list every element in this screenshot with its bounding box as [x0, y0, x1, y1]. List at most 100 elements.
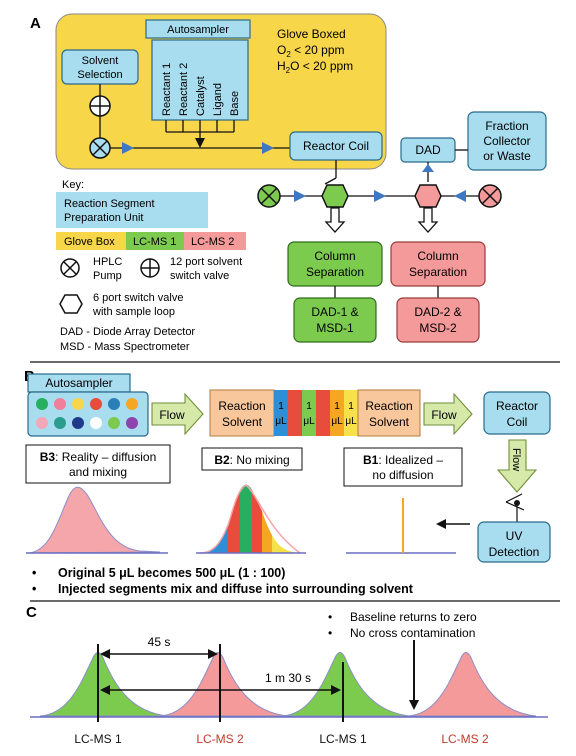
glove-box-o2: O2 < 20 ppm — [277, 43, 345, 59]
key-hplc-label: HPLC — [93, 256, 122, 268]
peak-b1-idealized — [346, 498, 456, 554]
flow-arrow-icon — [294, 190, 306, 202]
sample-wells — [36, 398, 138, 429]
switch-valve-12port-icon — [89, 95, 111, 117]
key-rspu-swatch — [56, 192, 208, 228]
switch-valve-6port-icon — [59, 294, 83, 314]
flow-arrow-icon — [422, 164, 434, 172]
reagent-label: Base — [229, 91, 241, 116]
detector-label: MSD-2 — [419, 321, 457, 335]
flow-arrow-icon — [374, 190, 386, 202]
peak-b3-diffused — [26, 486, 168, 554]
solvent-selection-label: Selection — [77, 69, 122, 81]
autosampler-title: Autosampler — [167, 24, 229, 36]
peak-markers — [97, 644, 344, 722]
column-sep-label: Separation — [306, 265, 364, 279]
key-port6-label: with sample loop — [92, 306, 175, 318]
flow-arrow-icon — [122, 142, 134, 154]
segment-volume: 1 — [306, 401, 312, 412]
hplc-pump-icon — [89, 137, 111, 159]
reaction-solvent-segment — [357, 389, 421, 437]
fraction-collector-box — [467, 111, 547, 171]
segment-volume: μL — [275, 416, 287, 427]
hplc-pump-icon — [478, 184, 502, 208]
flow-arrow-icon — [454, 190, 466, 202]
column-sep-label: Column — [417, 249, 458, 263]
key-lcms2-swatch — [184, 232, 246, 250]
reactor-coil-label: Coil — [507, 415, 528, 429]
peak-b2-no-mixing — [196, 484, 306, 554]
switch-valve-6port-icon — [414, 184, 442, 208]
scenario-b1-line2: no diffusion — [372, 468, 433, 482]
note-contamination: •No cross contamination — [328, 626, 475, 640]
key-lcms2-label: LC-MS 2 — [191, 236, 234, 248]
switch-valve-12port-icon — [140, 258, 160, 278]
switch-valve-6port-icon — [321, 184, 349, 208]
down-arrow-icon — [417, 207, 439, 233]
fraction-label: Collector — [483, 134, 530, 148]
scenario-b3-box — [25, 444, 171, 484]
flow-label: Flow — [431, 408, 457, 422]
scenario-b1-line1: B1: Idealized – — [363, 453, 443, 467]
solvent-selection-label: Solvent — [82, 55, 119, 67]
flow-label: Flow — [159, 408, 185, 422]
detector-label: DAD-2 & — [414, 305, 461, 319]
fraction-label: or Waste — [483, 149, 531, 163]
uv-detection-label: UV — [506, 529, 523, 543]
segment-volume: μL — [303, 416, 315, 427]
scenario-b3-line1: B3: Reality – diffusion — [40, 450, 157, 464]
fraction-label: Fraction — [485, 119, 528, 133]
reagent-label: Reactant 2 — [178, 63, 190, 116]
reactor-coil-label: Reactor — [496, 399, 538, 413]
interval-90s-label: 1 m 30 s — [265, 671, 311, 685]
glove-box-title: Glove Boxed — [277, 27, 346, 41]
chromatogram — [30, 652, 548, 718]
flow-label: Flow — [510, 448, 522, 471]
chromatogram-peak — [39, 652, 169, 717]
bullet-2: •Injected segments mix and diffuse into … — [32, 582, 414, 596]
segment-volume: μL — [331, 416, 343, 427]
glove-box-h2o: H2O < 20 ppm — [277, 59, 353, 75]
hplc-pump-icon — [60, 258, 80, 278]
key-rspu-label: Reaction Segment — [64, 198, 155, 210]
key-title: Key: — [62, 179, 84, 191]
eye-icon — [505, 493, 525, 511]
detector-box-2 — [396, 297, 480, 343]
reaction-solvent-label: Reaction — [218, 399, 265, 413]
hplc-pump-icon — [257, 184, 281, 208]
reaction-solvent-label: Solvent — [369, 415, 410, 429]
scenario-b3-line2: and mixing — [69, 465, 127, 479]
uv-detection-box — [477, 521, 551, 563]
detector-label: MSD-1 — [316, 321, 354, 335]
key-port12-label: switch valve — [170, 270, 229, 282]
peak-label: LC-MS 1 — [74, 732, 122, 746]
reactor-coil-box — [483, 391, 551, 435]
reactor-coil-label: Reactor Coil — [303, 139, 369, 153]
flow-arrow — [423, 392, 473, 436]
bullet-1: •Original 5 μL becomes 500 μL (1 : 100) — [32, 566, 285, 580]
column-sep-label: Separation — [409, 265, 467, 279]
panel-label-a: A — [30, 15, 41, 32]
key-legend: Key: Reaction Segment Preparation Unit G… — [56, 179, 246, 353]
key-port12-label: 12 port solvent — [170, 256, 242, 268]
flow-arrow-vertical — [496, 439, 538, 493]
scenario-b2-line1: B2: No mixing — [214, 453, 289, 467]
reagent-labels: Reactant 1 Reactant 2 Catalyst Ligand Ba… — [161, 63, 241, 116]
reagent-label: Reactant 1 — [161, 63, 173, 116]
dad-label: DAD — [415, 143, 441, 157]
scenario-b1-box — [343, 447, 463, 487]
chromatogram-peak — [407, 652, 537, 717]
interval-90s — [100, 685, 341, 695]
column-sep-label: Column — [314, 249, 355, 263]
peak-label: LC-MS 2 — [196, 732, 244, 746]
peak-label: LC-MS 1 — [319, 732, 367, 746]
chromatogram-peak — [281, 652, 411, 717]
segment-volume: μL — [345, 416, 357, 427]
reagent-label: Ligand — [212, 83, 224, 116]
key-lcms1-swatch — [126, 232, 184, 250]
reaction-solvent-label: Solvent — [222, 415, 263, 429]
key-lcms1-label: LC-MS 1 — [133, 236, 176, 248]
reagent-label: Catalyst — [195, 76, 207, 116]
